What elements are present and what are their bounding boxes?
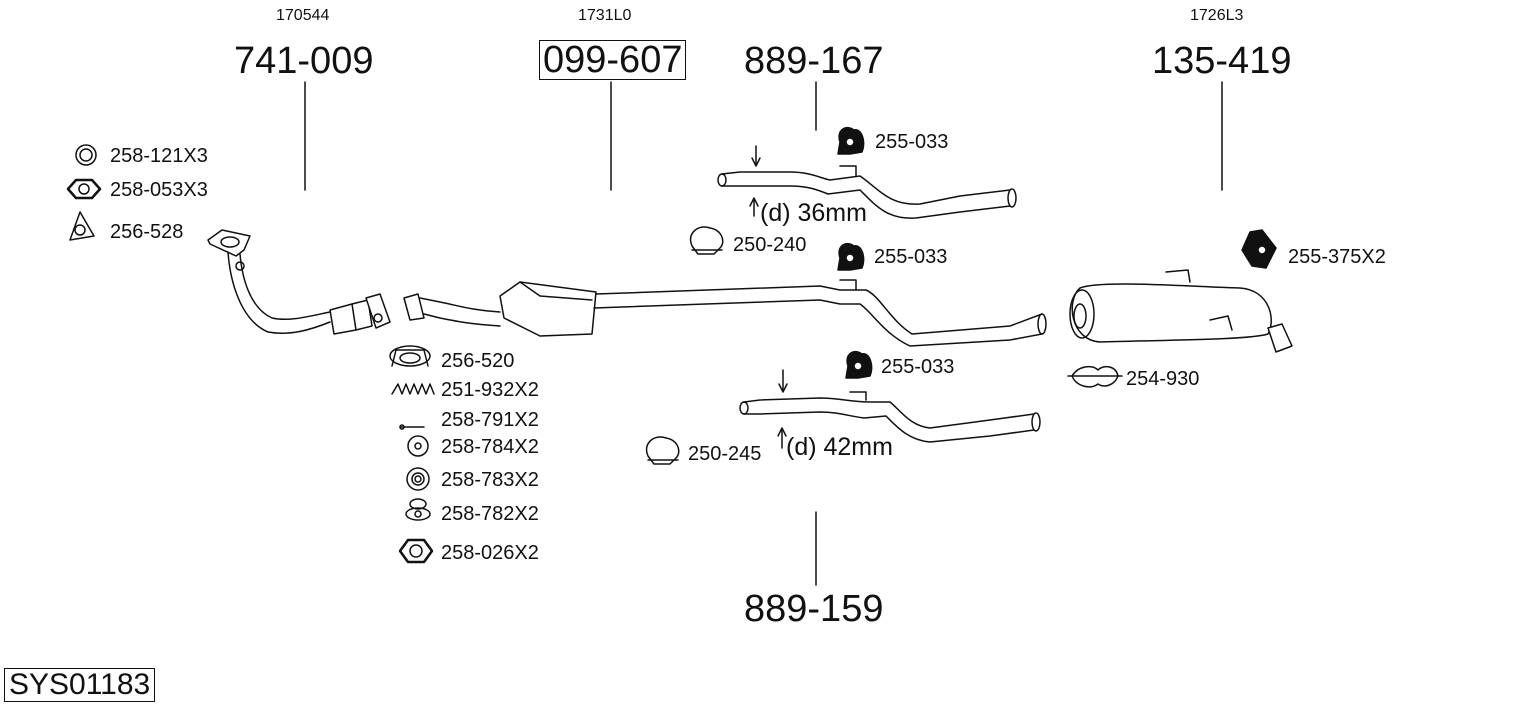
fitting-label: 250-245 [688,443,762,465]
hanger-rubber-icon [837,126,865,155]
system-code: SYS01183 [4,668,156,702]
spring-icon [391,383,435,395]
catalyst-ref: 1731L0 [578,7,632,24]
fitting-label: 258-121X3 [110,145,208,167]
washer-icon [407,435,429,457]
fitting-label: 258-791X2 [441,409,539,431]
fitting-label: 250-240 [733,234,807,256]
pipe-36mm-drawing [717,145,1017,219]
fitting-label: 258-026X2 [441,542,539,564]
fitting-label: 256-528 [110,221,184,243]
gasket-ring-icon [389,345,431,367]
front-pipe-number: 741-009 [234,40,374,82]
bolt-icon [399,424,425,430]
hanger-rubber-icon [845,350,873,379]
fitting-label: 255-375X2 [1288,246,1386,268]
nut-icon [66,178,102,200]
catalyst-pipe-drawing [403,279,1047,347]
fitting-label: 254-930 [1126,368,1200,390]
front-pipe-drawing [207,229,391,335]
rear-silencer-drawing [1069,269,1293,353]
rear-silencer-ref: 1726L3 [1190,7,1244,24]
fitting-label: 256-520 [441,350,515,372]
flange-gasket-icon [69,211,95,241]
fitting-label: 251-932X2 [441,379,539,401]
hanger-rubber-icon [837,242,865,271]
bushing-icon [405,498,431,521]
ring-icon [75,144,97,166]
fitting-label: 258-053X3 [110,179,208,201]
rear-silencer-number: 135-419 [1152,40,1292,82]
mount-rubber-icon [1241,229,1277,269]
fitting-label: 255-033 [874,246,948,268]
pipe-42mm-number: 889-159 [744,588,884,630]
pipe-clamp-icon [645,436,680,465]
pipe-36mm-number: 889-167 [744,40,884,82]
band-clamp-icon [1067,365,1123,388]
fitting-label: 255-033 [881,356,955,378]
fitting-label: 258-784X2 [441,436,539,458]
fitting-label: 258-783X2 [441,469,539,491]
pipe-clamp-icon [689,226,724,255]
front-pipe-ref: 170544 [276,7,330,24]
pipe-42mm-diameter: (d) 42mm [786,433,893,461]
fitting-label: 255-033 [875,131,949,153]
fitting-label: 258-782X2 [441,503,539,525]
pipe-42mm-drawing [739,369,1041,449]
pipe-36mm-diameter: (d) 36mm [760,199,867,227]
nut-icon [398,538,434,564]
catalyst-number: 099-607 [539,40,687,80]
thick-washer-icon [406,467,430,491]
